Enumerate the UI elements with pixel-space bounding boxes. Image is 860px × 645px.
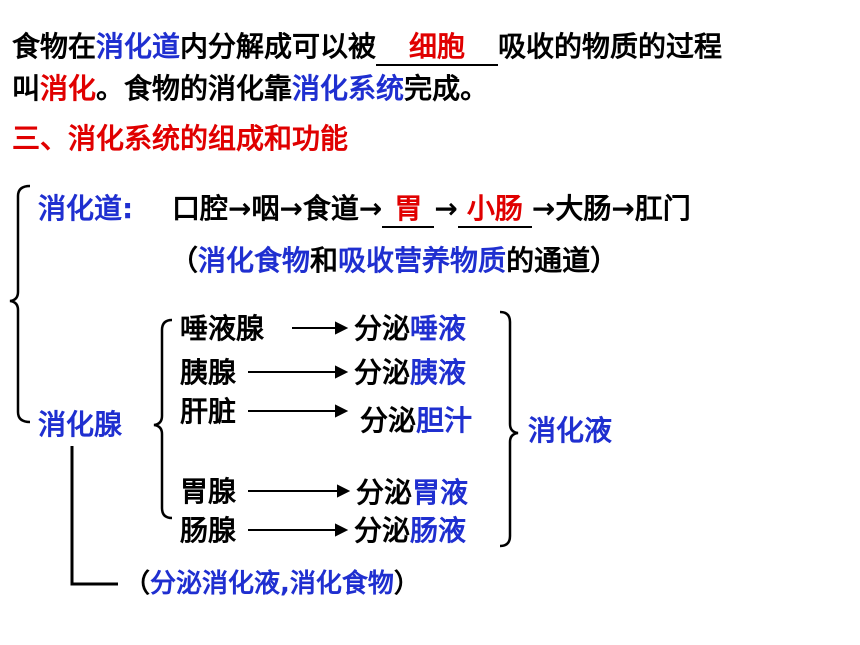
gland-name: 肠腺 [180,514,237,547]
intro-text: 食物在 [12,30,97,63]
term-digestion: 消化 [40,72,97,105]
juice-name: 胰液 [410,356,467,389]
gland-function: （分泌消化液,消化食物） [124,568,420,600]
paren: （ [124,569,151,599]
section-heading: 三、消化系统的组成和功能 [12,122,349,155]
gland-name: 肝脏 [180,395,237,428]
term-digestive-tract: 消化道 [96,30,181,63]
arrow-text: → [434,192,458,225]
intro-line-2: 叫消化。食物的消化靠消化系统完成。 [12,72,488,106]
blank-answer-cell: 细胞 [376,30,499,66]
juice-name: 胆汁 [416,404,473,437]
paren: （ [170,244,199,277]
gland-label: 消化腺 [38,408,123,441]
secretion: 分泌胰液 [354,356,466,390]
gland-name: 唾液腺 [180,312,265,345]
juice-name: 唾液 [410,312,467,345]
func-term: 吸收营养物质 [338,244,507,277]
secretion: 分泌胆汁 [360,404,472,438]
blank-answer-small-intestine: 小肠 [457,192,532,228]
secretion: 分泌肠液 [354,514,466,548]
secretion: 分泌胃液 [356,476,468,510]
intro-text: 。食物的消化靠 [96,72,293,105]
canal-path: 口腔→咽→食道→胃→小肠→大肠→肛门 [172,192,691,228]
gland-name: 胰腺 [180,356,237,389]
secrete-prefix: 分泌 [354,312,411,345]
paren: ） [393,569,420,599]
func-text: 和 [310,244,339,277]
intro-text: 叫 [12,72,41,105]
intro-text: 完成。 [404,72,489,105]
blank-answer-stomach: 胃 [382,192,435,228]
juice-name: 胃液 [412,476,469,509]
juice-label: 消化液 [528,414,613,447]
secrete-prefix: 分泌 [354,514,411,547]
secretion: 分泌唾液 [354,312,466,346]
term-digestive-system: 消化系统 [292,72,405,105]
gland-name: 胃腺 [180,475,237,508]
intro-line-1: 食物在消化道内分解成可以被细胞吸收的物质的过程 [12,30,722,66]
canal-path-text: 口腔→咽→食道→ [172,192,383,225]
juice-name: 肠液 [410,514,467,547]
intro-text: 内分解成可以被 [180,30,377,63]
intro-text: 吸收的物质的过程 [498,30,723,63]
canal-label: 消化道: [38,192,134,225]
secrete-prefix: 分泌 [354,356,411,389]
canal-path-text: →大肠→肛门 [531,192,691,225]
func-text: 的通道） [506,244,619,277]
func-term: 分泌消化液,消化食物 [150,569,394,599]
secrete-prefix: 分泌 [356,476,413,509]
secrete-prefix: 分泌 [360,404,417,437]
canal-function: （消化食物和吸收营养物质的通道） [170,244,618,278]
func-term: 消化食物 [198,244,311,277]
